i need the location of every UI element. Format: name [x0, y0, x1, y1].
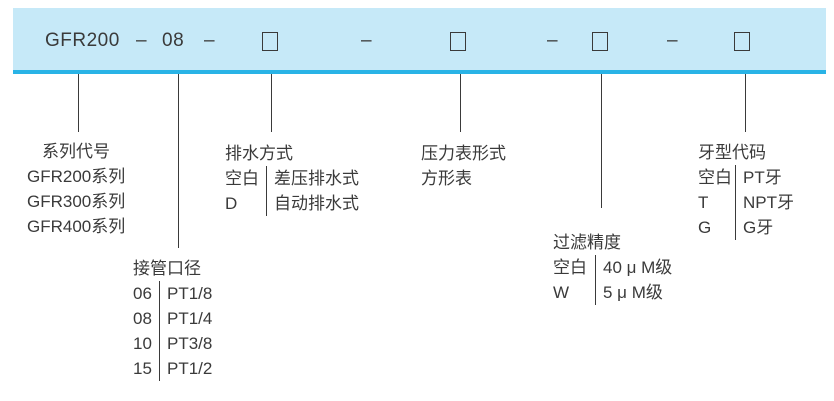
legend-row: GFR400系列	[27, 217, 126, 236]
legend-row: T NPT牙	[698, 190, 794, 215]
callout-line-filtration	[601, 74, 602, 208]
legend-row: GFR200系列	[27, 167, 126, 186]
callout-line-thread	[745, 74, 746, 132]
legend-row: W 5 μ M级	[553, 280, 672, 305]
option-description: PT1/8	[167, 284, 213, 303]
blank-option-box-drain	[262, 32, 278, 51]
legend-row: G G牙	[698, 215, 794, 240]
legend-row: 06 PT1/8	[133, 281, 212, 306]
legend-row: D 自动排水式	[225, 191, 359, 216]
option-description: 自动排水式	[274, 194, 359, 213]
option-code: 空白	[698, 165, 736, 190]
separator-dash: –	[204, 30, 216, 51]
separator-dash: –	[361, 30, 373, 51]
blank-option-box-filtration	[592, 32, 608, 51]
option-description: 差压排水式	[274, 169, 359, 188]
option-code: G	[698, 215, 736, 240]
option-code: W	[553, 280, 596, 305]
legend-row: GFR300系列	[27, 192, 126, 211]
legend-row: 08 PT1/4	[133, 306, 212, 331]
separator-dash: –	[547, 30, 559, 51]
legend-title: 牙型代码	[698, 143, 766, 162]
option-code: 空白	[553, 255, 596, 280]
option-code: 15	[133, 356, 160, 381]
model-number-band	[13, 8, 826, 74]
callout-line-drain	[271, 74, 272, 132]
option-description: G牙	[743, 218, 774, 237]
option-code: 08	[133, 306, 160, 331]
option-description: 5 μ M级	[603, 283, 663, 302]
model-series-code: GFR200	[45, 30, 120, 51]
separator-dash: –	[667, 30, 679, 51]
option-description: NPT牙	[743, 193, 794, 212]
legend-title: 排水方式	[225, 144, 293, 163]
series-legend: 系列代号 GFR200系列 GFR300系列 GFR400系列	[27, 139, 125, 239]
option-code: D	[225, 191, 267, 216]
legend-row: 10 PT3/8	[133, 331, 212, 356]
legend-row: 空白 差压排水式	[225, 166, 359, 191]
drain-type-legend: 排水方式 空白 差压排水式 D 自动排水式	[225, 141, 359, 216]
option-description: PT1/4	[167, 309, 213, 328]
callout-line-series	[78, 74, 79, 132]
legend-row: 方形表	[421, 169, 472, 188]
option-description: PT3/8	[167, 334, 213, 353]
option-code: 10	[133, 331, 160, 356]
legend-row: 15 PT1/2	[133, 356, 212, 381]
option-code: T	[698, 190, 736, 215]
blank-option-box-gauge	[450, 32, 466, 51]
thread-type-legend: 牙型代码 空白 PT牙 T NPT牙 G G牙	[698, 140, 794, 240]
option-description: PT1/2	[167, 359, 213, 378]
legend-title: 过滤精度	[553, 233, 621, 252]
legend-title: 系列代号	[42, 142, 110, 161]
gauge-type-legend: 压力表形式 方形表	[421, 141, 506, 191]
callout-line-gauge	[460, 74, 461, 132]
option-description: 40 μ M级	[603, 258, 673, 277]
legend-row: 空白 40 μ M级	[553, 255, 672, 280]
legend-title: 接管口径	[133, 259, 201, 278]
option-description: PT牙	[743, 168, 782, 187]
option-code: 06	[133, 281, 160, 306]
blank-option-box-thread	[734, 32, 750, 51]
port-size-legend: 接管口径 06 PT1/8 08 PT1/4 10 PT3/8 15 PT1/2	[133, 256, 212, 381]
legend-row: 空白 PT牙	[698, 165, 794, 190]
option-code: 空白	[225, 166, 267, 191]
filtration-legend: 过滤精度 空白 40 μ M级 W 5 μ M级	[553, 230, 672, 305]
legend-title: 压力表形式	[421, 144, 506, 163]
separator-dash: –	[136, 30, 148, 51]
model-port-size: 08	[162, 30, 185, 51]
callout-line-port-size	[178, 74, 179, 248]
